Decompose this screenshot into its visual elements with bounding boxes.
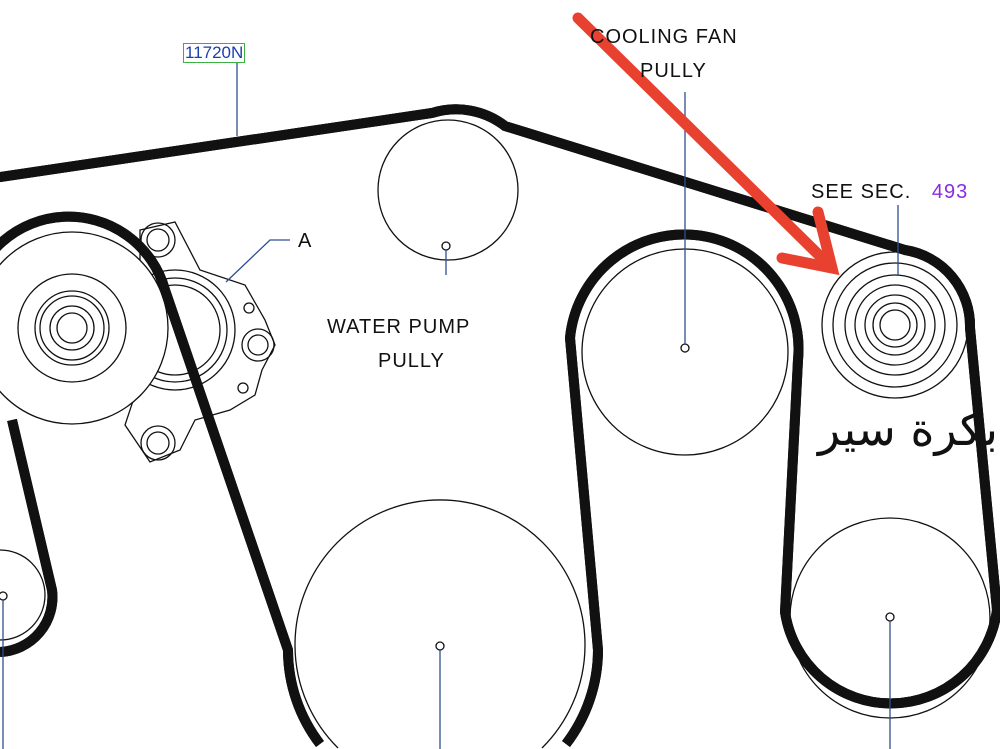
leader-lines xyxy=(2,62,899,749)
water-pump-label-2: PULLY xyxy=(378,350,445,372)
section-number-link[interactable]: 493 xyxy=(931,181,969,203)
tensioner-pulley xyxy=(0,231,169,425)
tensioner-ref-label: A xyxy=(298,230,313,252)
red-arrow-annotation xyxy=(572,12,840,276)
water-pump-pulley xyxy=(377,119,519,261)
drive-belt xyxy=(0,109,1000,744)
cooling-fan-label-2: PULLY xyxy=(640,60,707,82)
water-pump-label: WATER PUMP xyxy=(327,316,471,338)
cooling-fan-label: COOLING FAN xyxy=(590,26,738,48)
part-number-label: 11720N xyxy=(183,43,246,63)
see-section-text: SEE SEC. xyxy=(811,181,912,203)
arabic-annotation: بكرة سير xyxy=(818,402,999,456)
see-section-label: SEE SEC. 493 xyxy=(811,181,968,204)
